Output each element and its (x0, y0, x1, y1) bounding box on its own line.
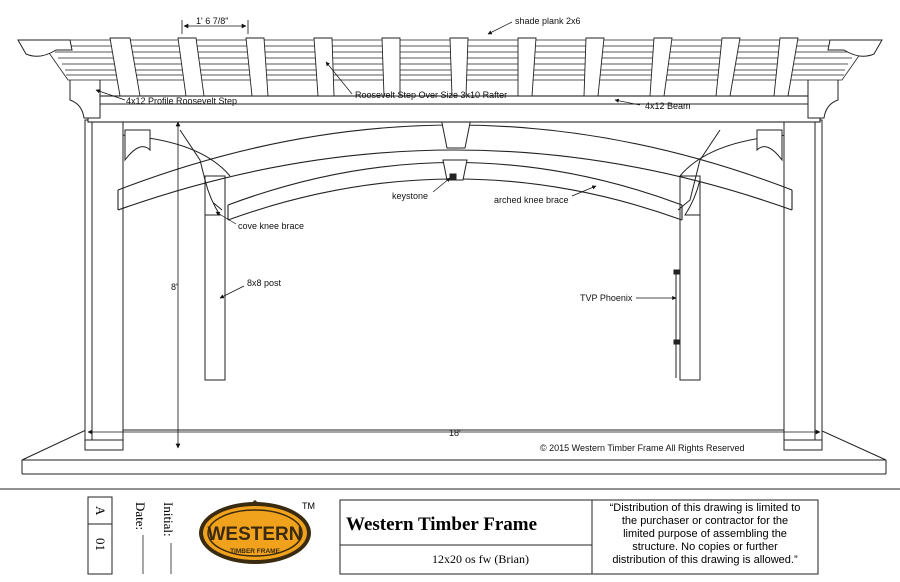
company-name: Western Timber Frame (346, 514, 537, 535)
tvp-phoenix-door (673, 269, 680, 378)
cove-knee-brace-label: cove knee brace (238, 221, 304, 231)
keystone-label: keystone (392, 191, 428, 201)
sheet-number-box (87, 496, 113, 575)
cove-knee-braces (124, 129, 783, 216)
notice-line: the purchaser or contractor for the (622, 515, 788, 527)
sheet-letter: A (93, 506, 108, 516)
front-posts (84, 119, 823, 451)
height-label: 8' (171, 282, 178, 292)
back-posts (204, 175, 701, 381)
distribution-notice: “Distribution of this drawing is limited… (610, 502, 801, 566)
profile-roosevelt-step (69, 77, 839, 119)
door-label: TVP Phoenix (580, 293, 633, 303)
post-label: 8x8 post (247, 278, 282, 288)
notice-line: “Distribution of this drawing is limited… (610, 502, 801, 514)
notice-line: limited purpose of assembling the (623, 528, 787, 540)
logo-subtitle: TIMBER FRAME (230, 548, 280, 555)
arched-knee-brace-label: arched knee brace (494, 195, 569, 205)
notice-line: structure. No copies or further (632, 541, 778, 553)
beam-label: 4x12 Beam (645, 101, 691, 111)
company-box (339, 499, 819, 575)
shade-plank-label: shade plank 2x6 (515, 16, 581, 26)
leader-lines (95, 21, 677, 301)
keystone-blocks (440, 117, 472, 181)
rafter-label: Roosevelt Step Over Size 3x10 Rafter (355, 90, 507, 100)
roof-end-caps (17, 39, 883, 57)
logo-word: WESTERN (208, 524, 303, 545)
rafter-spacing-label: 1' 6 7/8" (196, 16, 228, 26)
profile-step-label: 4x12 Profile Roosevelt Step (126, 96, 237, 106)
trademark: TM (302, 501, 315, 511)
sheet-number: 01 (93, 538, 108, 551)
project-name: 12x20 os fw (Brian) (432, 552, 529, 566)
copyright-label: © 2015 Western Timber Frame All Rights R… (540, 443, 745, 453)
title-block: A 01 Initial: Date: WESTERN TIMBER FRAME… (0, 488, 900, 575)
notice-line: distribution of this drawing is allowed.… (612, 554, 798, 566)
rafter-spacing-dimension (181, 20, 249, 34)
width-label: 18' (449, 428, 461, 438)
initial-label: Initial: (161, 502, 176, 537)
western-timber-frame-logo: WESTERN TIMBER FRAME (199, 500, 311, 564)
rafters (109, 37, 799, 97)
beam-4x12 (87, 95, 821, 123)
date-label: Date: (133, 502, 148, 530)
